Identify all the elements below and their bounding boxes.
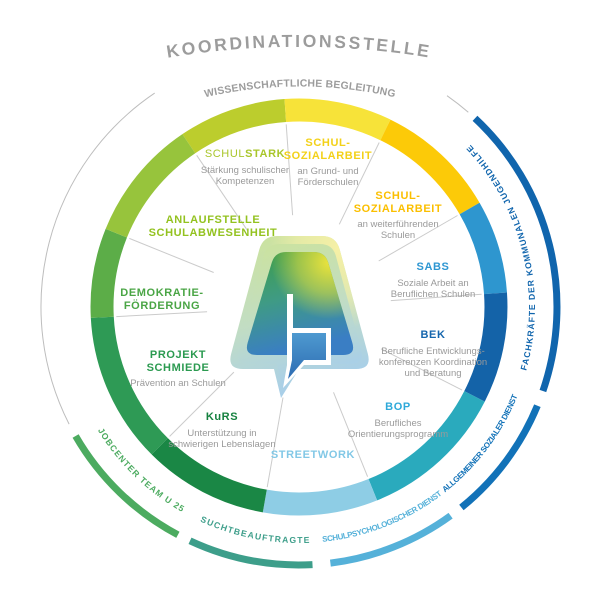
spoke-line: [266, 397, 284, 488]
outer-arc-suchtbeauftragte: [188, 537, 313, 569]
outer-service-arcs: [72, 115, 561, 569]
gray-arc-segment: [40, 92, 155, 425]
outer-arc-allgemeiner-sozialer-dienst: [459, 404, 541, 511]
spoke-line: [338, 142, 380, 225]
ring-sector-sabs: [459, 202, 507, 295]
ring-sector-bop: [368, 391, 485, 501]
sector-spokes: [116, 124, 482, 488]
spoke-line: [116, 311, 208, 318]
outer-arc-jobcenter-team-u25: [72, 434, 180, 538]
outer-arc-fachkraefte-jugendhilfe: [472, 115, 561, 393]
ring-sector-anlaufstelle-schulabwesenheit: [105, 134, 196, 238]
logo-speech-bubble: [288, 333, 326, 379]
gray-arc: [40, 92, 469, 425]
koordinationsstelle-arc-label: KOORDINATIONSSTELLE: [165, 31, 433, 62]
ring-sector-streetwork: [262, 478, 378, 516]
spoke-line: [380, 348, 463, 391]
spoke-line: [169, 371, 235, 437]
ring-sector-demokratiefoerderung: [90, 228, 128, 318]
spoke-line: [333, 392, 369, 477]
spoke-line: [196, 155, 249, 231]
ring-sector-kurs: [151, 438, 267, 513]
ring-sector-schulsozialarbeit-weiterfuehrend: [380, 119, 480, 215]
spoke-line: [378, 215, 458, 262]
ring-sector-schulstark: [182, 99, 287, 154]
spoke-line: [285, 124, 294, 216]
ring-sector-bek: [464, 292, 508, 402]
logo-a-speech-bubble: [230, 236, 369, 398]
spoke-line: [390, 293, 482, 302]
ring-sector-schulsozialarbeit-grund: [284, 98, 391, 141]
gray-arc-segment: [446, 95, 469, 113]
service-label-suchtbeauftragte: SUCHTBEAUFTRAGTE: [199, 514, 311, 545]
wissenschaftliche-begleitung-arc-label: WISSENSCHAFTLICHE BEGLEITUNG: [203, 78, 396, 100]
sector-ring: [90, 98, 508, 516]
spoke-line: [129, 237, 214, 273]
outer-arc-schulpsychologischer-dienst: [329, 512, 453, 567]
ring-sector-projekt-schmiede: [90, 316, 168, 455]
